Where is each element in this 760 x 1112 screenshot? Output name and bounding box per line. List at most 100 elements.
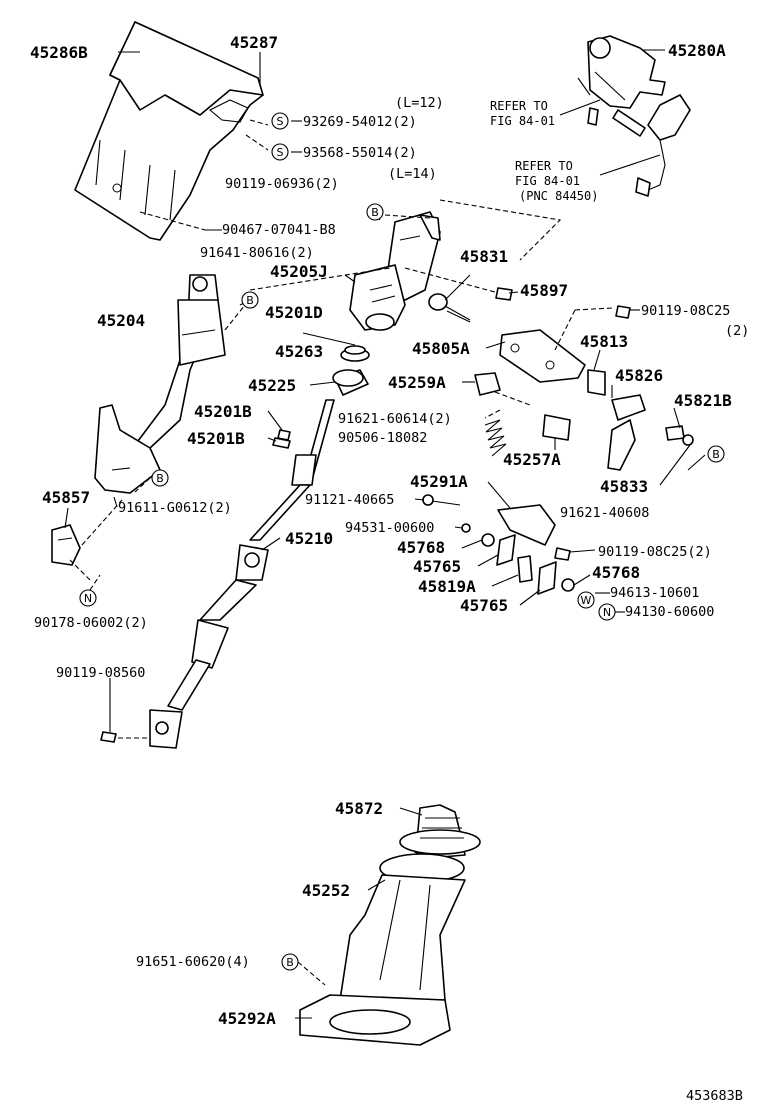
sleeve-45813 [587,369,606,396]
column-upper-bracket [349,211,441,331]
marker-N-1: N [79,589,97,607]
label-45201D: 45201D [265,303,323,322]
label-91651-60620: 91651-60620(4) [136,954,250,970]
label-refer-fig-2: FIG 84-01 [515,174,580,188]
clip-45821B [665,425,685,441]
collar-45259A [474,372,501,396]
bolt-90119-08560 [100,731,117,743]
label-90506-18082: 90506-18082 [338,430,427,446]
label-94613-10601: 94613-10601 [610,585,699,601]
spring-90506 [484,419,507,457]
label-90119-06936: 90119-06936(2) [225,176,339,192]
label-pnc: (PNC 84450) [519,189,598,203]
label-45819A: 45819A [418,577,476,596]
label-91121-40665: 91121-40665 [305,492,394,508]
label-45259A: 45259A [388,373,446,392]
label-91611-G0612: 91611-G0612(2) [118,500,232,516]
marker-S-2: S [271,143,289,161]
marker-B-5: B [281,953,299,971]
marker-S-1: S [271,112,289,130]
label-45805A: 45805A [412,339,470,358]
collar-45257A [542,414,571,441]
dust-boot-45252 [339,853,466,1001]
bolt-right [615,305,631,319]
label-94531-00600: 94531-00600 [345,520,434,536]
label-90119-08C25: 90119-08C25 [641,303,730,319]
label-45257A: 45257A [503,450,561,469]
column-bracket-45857 [51,524,81,566]
label-45833: 45833 [600,477,648,496]
svg-text:S: S [277,146,284,159]
label-45201B-2: 45201B [187,429,245,448]
label-90119-08C25-2: 90119-08C25(2) [598,544,712,560]
label-90178-06002: 90178-06002(2) [34,615,148,631]
label-refer-fig-1: FIG 84-01 [490,114,555,128]
label-45897: 45897 [520,281,568,300]
label-45204: 45204 [97,311,145,330]
label-45210: 45210 [285,529,333,548]
label-45286B: 45286B [30,43,88,62]
label-90119-08560: 90119-08560 [56,665,145,681]
marker-W-1: W [577,591,595,609]
diagram-id: 453683B [686,1088,743,1104]
label-L12: (L=12) [395,95,444,111]
label-45280A: 45280A [668,41,726,60]
ignition-switch-assembly [577,35,691,197]
pin-45819A [517,555,533,583]
bolt-91121 [422,494,461,506]
pin-45201B-lower [272,437,291,449]
spacer-45765-left [496,534,516,566]
label-45857: 45857 [42,488,90,507]
label-45291A: 45291A [410,472,468,491]
nut-45833 [682,434,694,446]
washer-45768-right [561,578,575,592]
label-94130-60600: 94130-60600 [625,604,714,620]
label-L14: (L=14) [388,166,437,182]
label-45252: 45252 [302,881,350,900]
svg-text:N: N [84,592,92,605]
lever-bracket-45291A [497,504,556,546]
label-45768-1: 45768 [397,538,445,557]
column-cover-upper [74,21,264,241]
label-45821B: 45821B [674,391,732,410]
bolt-90119-08C25-lower [554,547,571,561]
label-45831: 45831 [460,247,508,266]
svg-text:B: B [156,472,164,485]
label-45201B-1: 45201B [194,402,252,421]
label-refer-to-1: REFER TO [490,99,548,113]
svg-text:B: B [371,206,379,219]
steering-column-tube [94,274,226,494]
label-91641-80616: 91641-80616(2) [200,245,314,261]
steering-main-shaft [149,399,335,749]
tilt-lever-bracket [499,329,586,383]
label-45765-1: 45765 [413,557,461,576]
shaft-bolt [428,293,471,323]
marker-N-2: N [598,603,616,621]
marker-B-2: B [241,291,259,309]
label-91621-40608: 91621-40608 [560,505,649,521]
label-90119-08C25-qty: (2) [725,323,749,339]
marker-B-1: B [366,203,384,221]
label-45205J: 45205J [270,262,328,281]
label-45263: 45263 [275,342,323,361]
label-45287: 45287 [230,33,278,52]
svg-text:S: S [277,115,284,128]
svg-text:W: W [581,594,592,607]
svg-text:B: B [246,294,254,307]
lever-45826 [607,394,646,471]
bushing-45263 [340,345,370,362]
nut-94531 [461,523,471,533]
small-bolt [495,287,513,301]
svg-text:B: B [712,448,720,461]
boot-base-plate-45292A [299,994,451,1046]
bearing-45225 [332,369,369,396]
label-45225: 45225 [248,376,296,395]
label-45292A: 45292A [218,1009,276,1028]
label-91621-60614: 91621-60614(2) [338,411,452,427]
spacer-45765-right [537,561,557,595]
marker-B-4: B [707,445,725,463]
label-93269-54012: 93269-54012(2) [303,114,417,130]
label-45813: 45813 [580,332,628,351]
marker-B-3: B [151,469,169,487]
